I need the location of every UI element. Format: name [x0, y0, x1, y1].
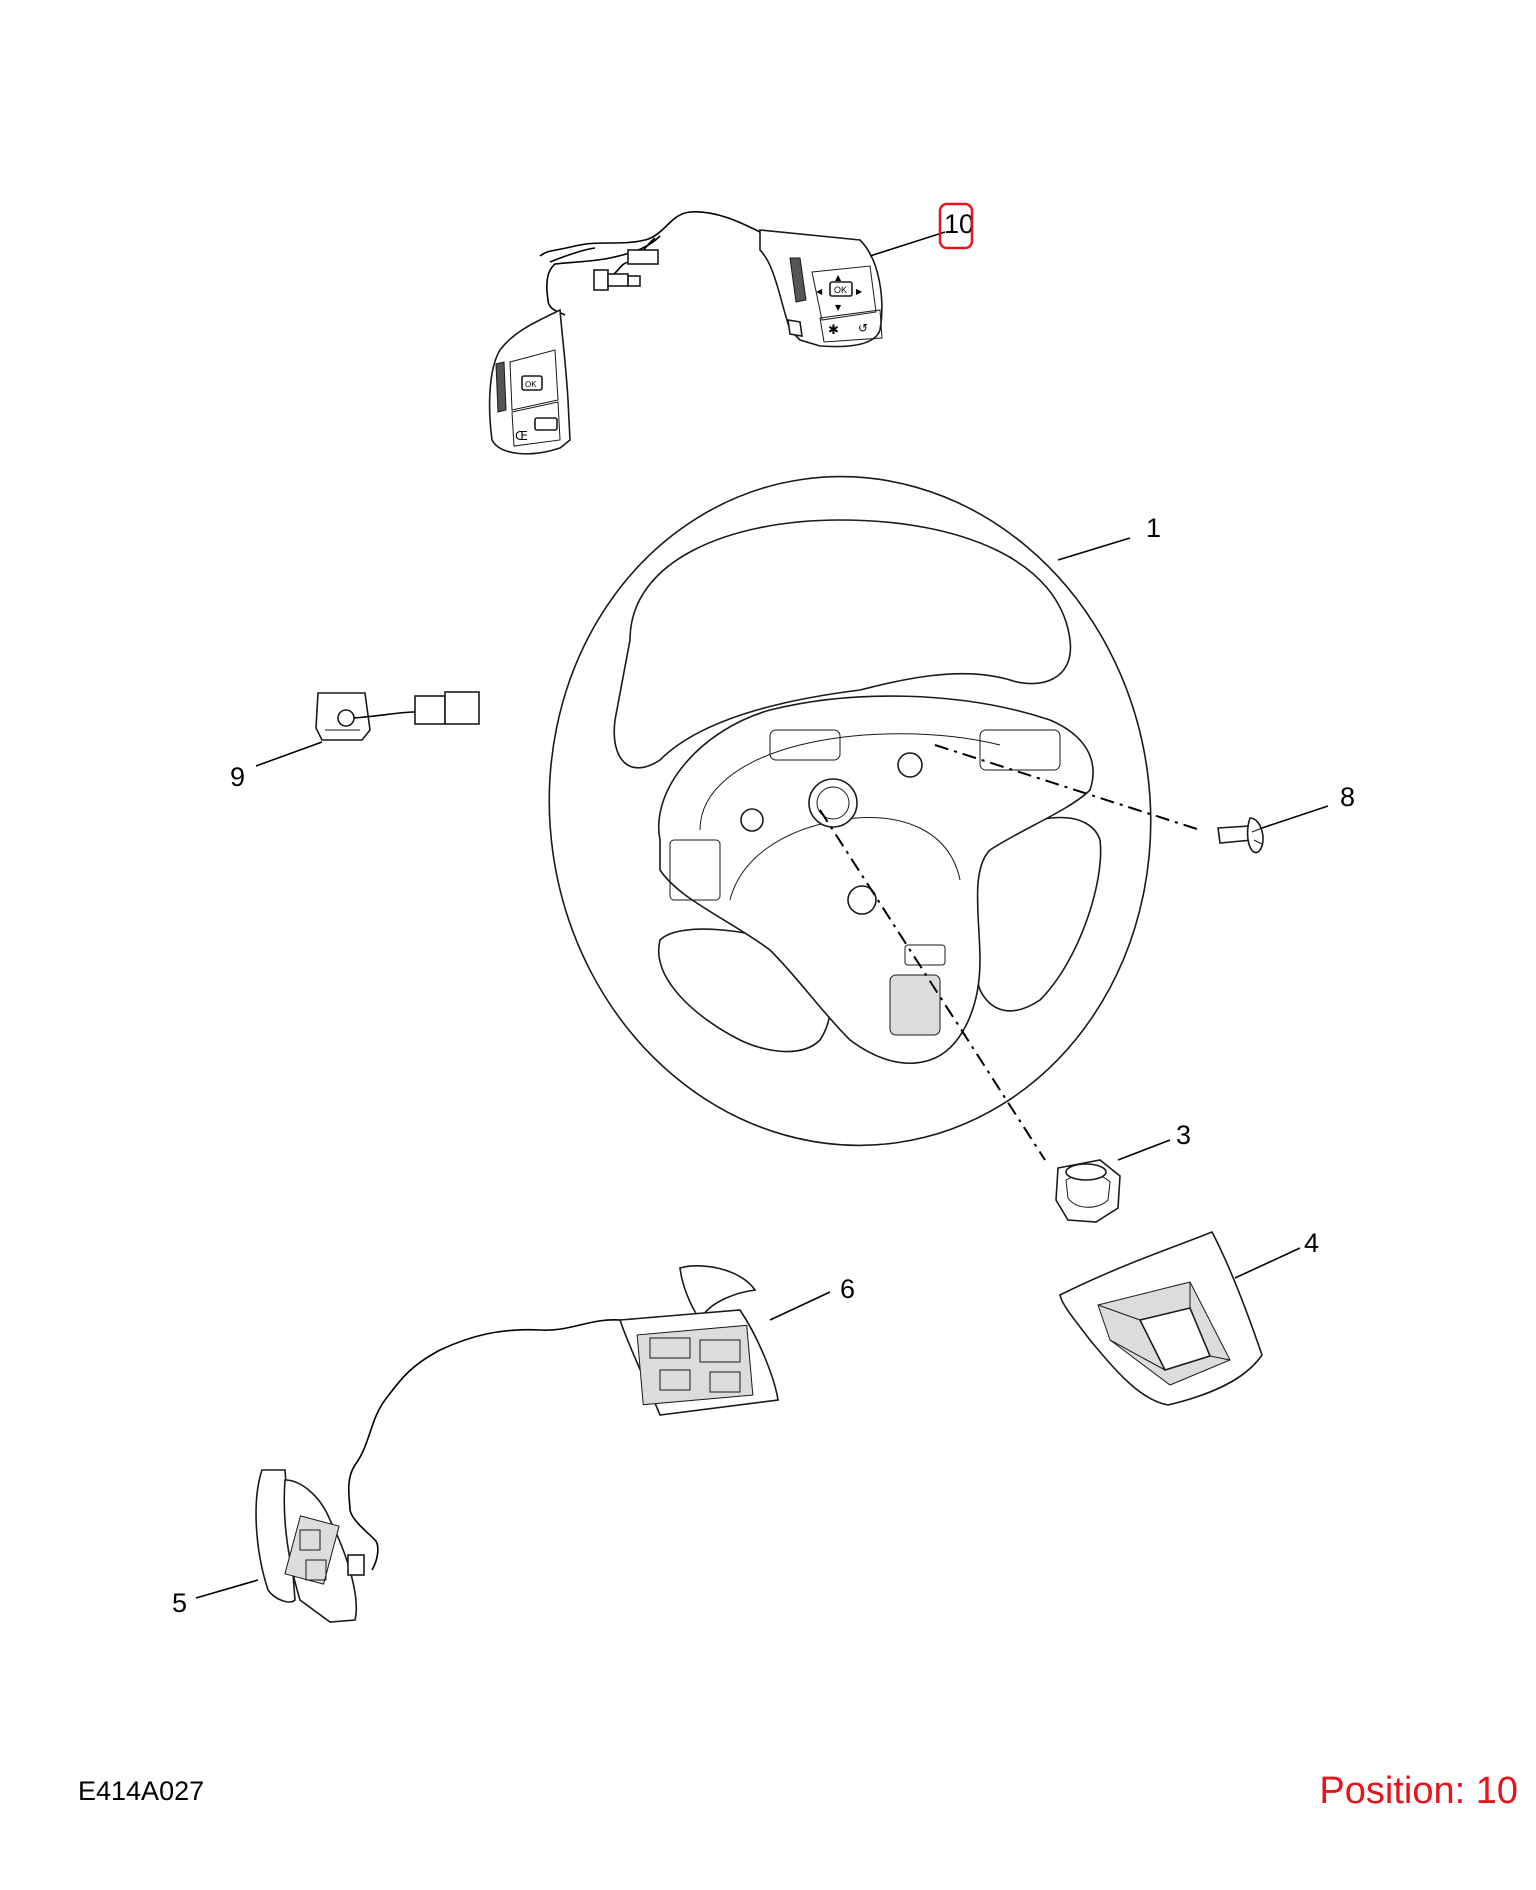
right-right-arrow-icon: ▶ [856, 287, 863, 296]
position-indicator: Position: 10 [1319, 1770, 1518, 1812]
right-down-arrow-icon: ▼ [835, 303, 842, 312]
part-8-screw[interactable] [1217, 817, 1264, 854]
callout-3[interactable]: 3 [1176, 1120, 1191, 1150]
leader-3 [1117, 1139, 1171, 1161]
leader-5 [195, 1579, 259, 1599]
callout-9[interactable]: 9 [230, 762, 245, 792]
leader-4 [1234, 1247, 1301, 1279]
callout-5[interactable]: 5 [172, 1588, 187, 1618]
right-up-arrow-icon: ▲ [835, 273, 842, 282]
left-ok-button-legend: OK [525, 380, 537, 389]
part-9-connector[interactable] [315, 691, 480, 741]
leader-1 [1057, 537, 1131, 561]
callout-6[interactable]: 6 [840, 1274, 855, 1304]
voice-icon: ↺ [858, 321, 868, 335]
part-6-right-paddle[interactable] [347, 1265, 779, 1571]
part-10-switch-assembly[interactable]: OK ▲ ◀ ▶ ▼ ✱ ↺ OK Œ [452, 211, 883, 455]
right-ok-button-legend: OK [834, 285, 847, 295]
callout-8[interactable]: 8 [1340, 782, 1355, 812]
part-1-steering-wheel[interactable] [506, 438, 1193, 1185]
part-5-left-paddle[interactable] [255, 1469, 365, 1623]
leader-8 [1261, 805, 1329, 829]
part-4-trim-cover[interactable] [1059, 1230, 1263, 1406]
part-3-nut[interactable] [1055, 1159, 1121, 1223]
mode-icon: Œ [515, 429, 528, 443]
callout-10[interactable]: 10 [944, 209, 974, 239]
callout-1[interactable]: 1 [1146, 513, 1161, 543]
callout-4[interactable]: 4 [1304, 1228, 1319, 1258]
axis-line-center [819, 809, 1046, 1161]
drawing-code: E414A027 [78, 1776, 205, 1806]
leader-6 [769, 1291, 831, 1321]
star-icon: ✱ [828, 323, 839, 338]
leader-10 [869, 231, 946, 257]
leader-9 [255, 741, 323, 767]
callout-10-highlight [938, 202, 974, 250]
right-left-arrow-icon: ◀ [816, 287, 823, 296]
